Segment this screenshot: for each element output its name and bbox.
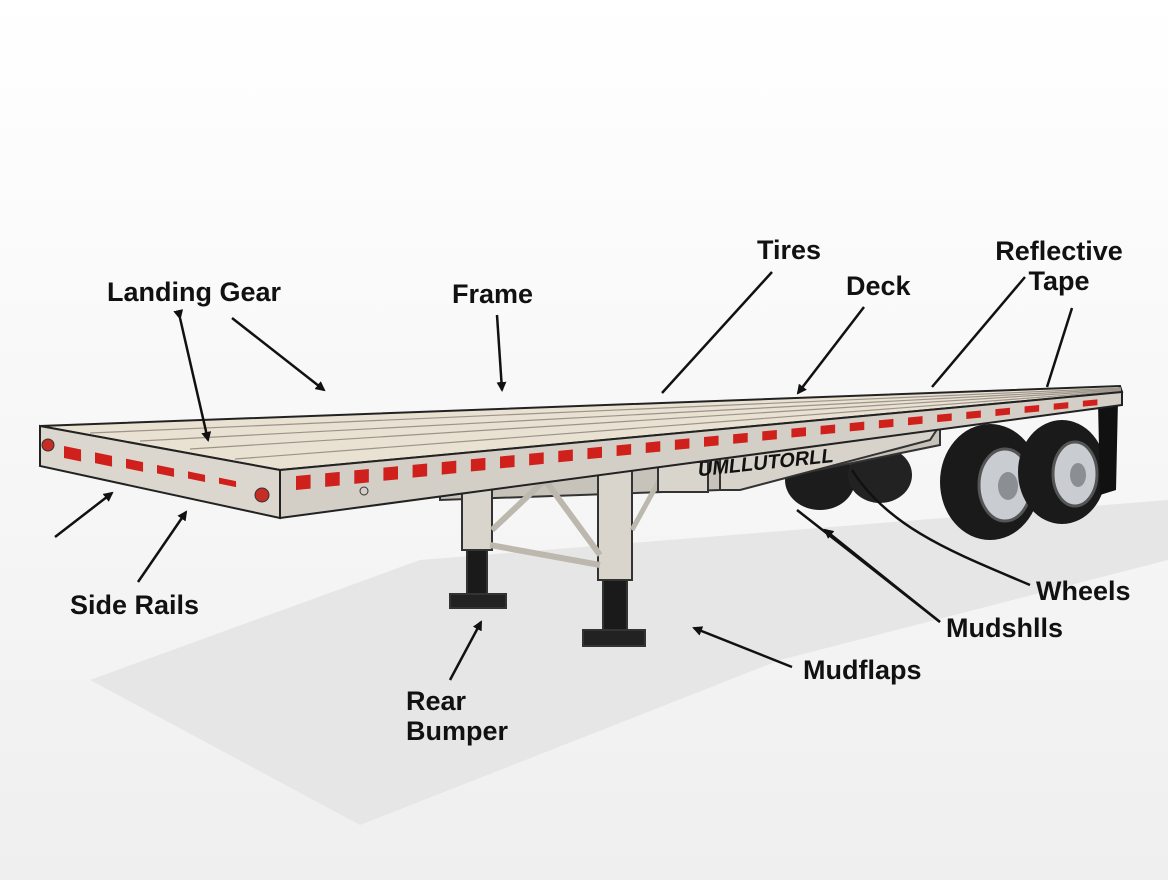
tape-stripe — [849, 421, 865, 432]
tape-stripe — [995, 407, 1010, 416]
label-rear-bumper: Rear Bumper — [406, 686, 508, 746]
tape-stripe — [791, 427, 806, 438]
callout-arrows — [54, 271, 1074, 681]
tape-stripe — [383, 466, 398, 481]
reflective-tape — [64, 399, 1098, 490]
label-rear-bumper-line1: Rear — [406, 686, 467, 716]
rear-light — [254, 487, 270, 503]
label-mudshlls: Mudshlls — [946, 613, 1064, 643]
label-landing-gear: Landing Gear — [107, 277, 282, 307]
tape-stripe — [733, 432, 748, 444]
arrow-deck — [796, 306, 865, 395]
label-reflective-tape-line1: Reflective — [995, 236, 1123, 266]
tape-stripe — [296, 474, 311, 490]
tape-stripe — [1024, 404, 1040, 413]
tape-stripe — [1082, 399, 1098, 407]
tape-stripe — [64, 446, 82, 462]
label-wheels: Wheels — [1036, 576, 1131, 606]
label-reflective-tape-line2: Tape — [1028, 266, 1090, 296]
label-rear-bumper-line2: Bumper — [406, 716, 509, 746]
arrow-side-rails-2 — [136, 510, 188, 583]
tape-stripe — [126, 458, 144, 472]
tape-stripe — [820, 424, 836, 435]
deck-boards — [89, 387, 1122, 460]
tape-stripe — [558, 449, 573, 463]
tape-stripe — [354, 469, 369, 484]
tape-stripe — [188, 471, 206, 483]
tape-stripe — [412, 463, 428, 478]
arrow-landing-gear-2 — [231, 317, 326, 392]
tape-stripe — [908, 416, 923, 426]
label-tires: Tires — [757, 235, 822, 265]
rear-light — [41, 438, 55, 452]
tape-stripe — [219, 477, 237, 488]
ground-shadow — [90, 500, 1168, 825]
label-mudflaps: Mudflaps — [803, 655, 922, 685]
tape-stripe — [645, 441, 661, 453]
arrow-tape — [1045, 307, 1074, 388]
tape-stripe — [937, 413, 952, 423]
tape-stripe — [529, 452, 544, 466]
arrow-wheels — [850, 469, 1031, 587]
label-reflective-tape: Reflective Tape — [985, 236, 1133, 296]
tape-stripe — [95, 452, 113, 467]
tape-stripe — [470, 457, 486, 472]
tape-stripe — [616, 443, 632, 457]
label-side-rails: Side Rails — [70, 590, 200, 620]
tape-stripe — [762, 430, 777, 441]
label-frame: Frame — [452, 279, 534, 309]
tape-stripe — [966, 410, 981, 420]
tape-stripe — [325, 471, 340, 487]
mudflap — [1098, 400, 1118, 495]
landing-gear — [449, 461, 709, 647]
arrow-rear-bumper — [448, 620, 483, 681]
wheel-hub — [998, 472, 1018, 500]
bolt — [359, 486, 369, 496]
tape-stripe — [500, 455, 515, 469]
tape-stripe — [587, 446, 602, 460]
arrow-side-rails-1 — [54, 491, 114, 538]
arrow-mudflaps — [692, 626, 793, 669]
tape-stripe — [704, 435, 719, 447]
wheel-hub — [1070, 463, 1086, 487]
arrow-mudshlls-2 — [796, 509, 941, 623]
arrow-tires — [661, 271, 773, 394]
tape-stripe — [441, 460, 457, 475]
tape-stripe — [1053, 402, 1069, 410]
arrow-frame — [495, 314, 507, 392]
tape-stripe — [674, 438, 690, 450]
arrow-reflective — [931, 276, 1026, 388]
tape-stripe — [157, 465, 175, 477]
tape-stripe — [878, 418, 894, 429]
arrow-landing-gear — [173, 309, 212, 442]
label-deck: Deck — [846, 271, 911, 301]
